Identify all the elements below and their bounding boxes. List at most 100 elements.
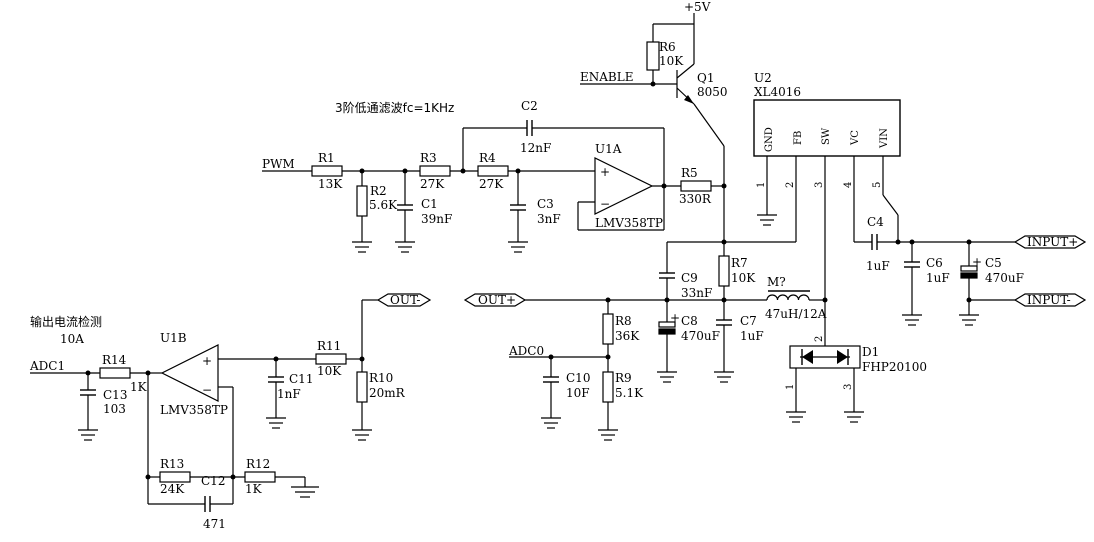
r2-value: 5.6K	[369, 198, 398, 212]
ground-icon	[959, 314, 979, 326]
r8-ref: R8	[615, 314, 632, 328]
u2-pin-3: 3	[814, 182, 825, 188]
output-stage: R7 10K C9 33nF OUT+ + C8 470uF C7 1uF	[463, 241, 927, 441]
c1-value: 39nF	[421, 212, 452, 226]
u2-pin-vin: VIN	[879, 128, 890, 149]
u1b-value: LMV358TP	[160, 403, 228, 417]
d1-ref: D1	[862, 345, 879, 359]
r3-ref: R3	[420, 151, 437, 165]
c10-value: 10F	[566, 386, 590, 400]
u2-pin-vc: VC	[850, 130, 861, 146]
c3-value: 3nF	[537, 212, 561, 226]
ground-icon	[844, 411, 864, 423]
ground-icon	[902, 314, 922, 326]
r3-resistor	[419, 165, 451, 177]
inductor-value: 47uH/12A	[765, 307, 827, 321]
u2-pin-4: 4	[843, 182, 854, 188]
input-filter: C4 1uF C6 1uF + C5 470uF INPUT+ INPUT-	[854, 194, 1087, 326]
q1-ref: Q1	[697, 71, 714, 85]
r9-ref: R9	[615, 371, 632, 385]
r11-ref: R11	[317, 339, 341, 353]
input-plus-label: INPUT+	[1027, 235, 1078, 249]
c8-value: 470uF	[681, 329, 720, 343]
r12-ref: R12	[246, 457, 270, 471]
r12-resistor	[244, 471, 276, 483]
r4-ref: R4	[479, 151, 496, 165]
r5-resistor	[680, 180, 712, 192]
c6-ref: C6	[926, 256, 943, 270]
c4-ref: C4	[867, 215, 884, 229]
r5-value: 330R	[679, 192, 712, 206]
c5-value: 470uF	[985, 271, 1024, 285]
out-plus-label: OUT+	[478, 293, 516, 307]
u2-pin-fb: FB	[793, 131, 804, 145]
ground-icon	[266, 417, 286, 429]
lowpass-filter-note: 3阶低通滤波fc=1KHz	[335, 101, 454, 115]
inductor-ref: M?	[767, 275, 786, 289]
u1a-ref: U1A	[595, 142, 622, 156]
r2-resistor	[356, 185, 368, 217]
q1-transistor: +5V R6 10K ENABLE Q1 8050	[580, 0, 728, 242]
out-plus-port: OUT+	[463, 293, 527, 307]
current-sense: ADC1 C13 103 R14 1K + − U1B LMV358TP C11…	[29, 293, 432, 531]
input-plus-port: INPUT+	[1013, 235, 1087, 249]
r10-ref: R10	[369, 371, 393, 385]
r6-ref: R6	[659, 40, 676, 54]
c5-ref: C5	[985, 256, 1002, 270]
adc1-label: ADC1	[29, 359, 65, 373]
r10-resistor	[356, 371, 368, 403]
ground-icon	[714, 371, 734, 383]
r8-resistor	[602, 313, 614, 345]
r13-value: 24K	[160, 482, 185, 496]
r10-value: 20mR	[369, 386, 406, 400]
r11-resistor	[315, 353, 347, 365]
c9-value: 33nF	[681, 286, 712, 300]
r14-ref: R14	[102, 353, 127, 367]
r1-ref: R1	[318, 151, 335, 165]
r3-value: 27K	[420, 177, 445, 191]
lowpass-filter: PWM R1 13K R2 5.6K C1 39nF R3 27K C2 12n…	[262, 99, 665, 253]
c5-plus: +	[972, 255, 982, 269]
u2-regulator: U2 XL4016 GND FB SW VC VIN 1 2 3 4 5	[721, 71, 901, 300]
c12-ref: C12	[201, 474, 225, 488]
d1-pin-3: 3	[843, 384, 854, 390]
c8-plus: +	[670, 311, 680, 325]
r9-value: 5.1K	[615, 386, 644, 400]
c7-ref: C7	[740, 314, 757, 328]
adc0-label: ADC0	[508, 344, 544, 358]
r14-value: 1K	[130, 380, 148, 394]
u2-pin-sw: SW	[821, 127, 832, 145]
r12-value: 1K	[245, 482, 263, 496]
current-sense-note: 输出电流检测	[30, 314, 102, 329]
r5-ref: R5	[681, 166, 698, 180]
c12-value: 471	[203, 517, 226, 531]
vcc-label: +5V	[684, 0, 711, 14]
ground-icon	[352, 429, 372, 441]
r1-value: 13K	[318, 177, 343, 191]
c1-ref: C1	[421, 197, 438, 211]
u1b-minus-sign: −	[202, 383, 212, 397]
pwm-label: PWM	[262, 157, 295, 171]
u2-pin-5: 5	[872, 182, 883, 188]
ground-icon	[395, 241, 415, 253]
r7-ref: R7	[731, 256, 748, 270]
d1-diode: D1 FHP20100 1 3	[785, 345, 927, 423]
ground-icon	[508, 241, 528, 253]
out-minus-port: OUT-	[376, 293, 432, 307]
c4-value: 1uF	[866, 259, 890, 273]
input-minus-label: INPUT-	[1027, 293, 1071, 307]
c2-ref: C2	[521, 99, 538, 113]
c8-ref: C8	[681, 314, 698, 328]
u2-ref: U2	[754, 71, 772, 85]
r7-resistor	[718, 255, 730, 287]
out-minus-label: OUT-	[390, 293, 420, 307]
d1-value: FHP20100	[862, 360, 927, 374]
d1-pin-1: 1	[785, 384, 796, 390]
r11-value: 10K	[317, 364, 342, 378]
ground-icon	[291, 486, 319, 498]
r7-value: 10K	[731, 271, 756, 285]
c13-value: 103	[103, 402, 126, 416]
r14-resistor	[99, 367, 131, 379]
r1-resistor	[311, 165, 343, 177]
